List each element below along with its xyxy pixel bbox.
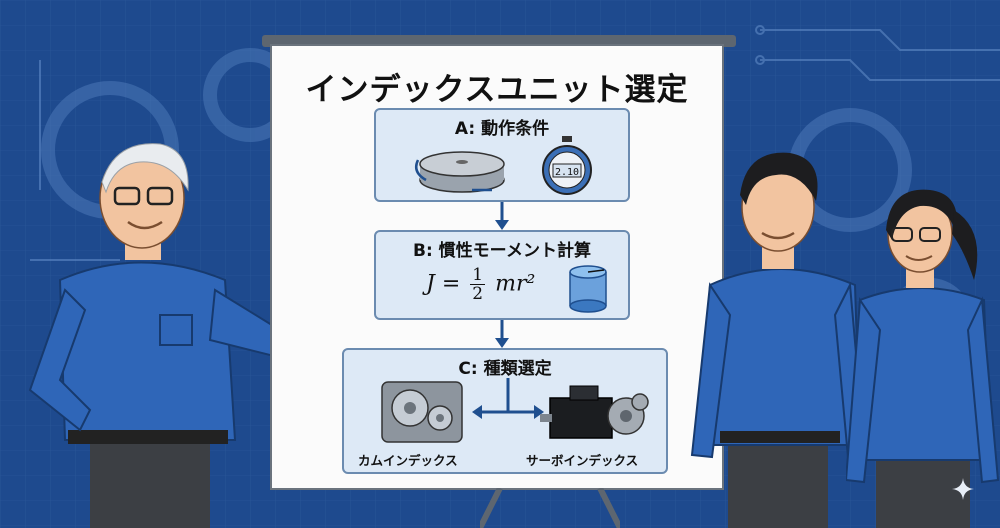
presenter-illustration xyxy=(28,143,358,528)
step-b-label: B: 慣性モーメント計算 xyxy=(413,241,591,261)
option-cam-index: カムインデックス xyxy=(358,453,458,468)
option-servo-index: サーボインデックス xyxy=(526,453,639,468)
step-b-box: B: 慣性モーメント計算 J = 1 2 mr² xyxy=(374,230,630,320)
sparkle-icon xyxy=(952,478,974,500)
board-stand xyxy=(480,488,620,528)
cylinder-icon xyxy=(569,265,607,313)
timer-readout: 2.10 xyxy=(555,167,579,178)
man-illustration xyxy=(690,152,867,528)
arrow-a-to-b xyxy=(495,202,509,230)
servo-motor-icon xyxy=(540,385,649,439)
formula-lhs: J = xyxy=(426,271,461,297)
presentation-board: インデックスユニット選定 A: 動作条件 2.10 B: 慣性モーメント計算 J… xyxy=(270,44,724,490)
step-a-box: A: 動作条件 2.10 xyxy=(374,108,630,202)
step-c-box: C: 種類選定 カムインデックス サーボインデックス xyxy=(342,348,668,474)
formula-fraction: 1 2 xyxy=(470,265,486,304)
formula-numerator: 1 xyxy=(470,265,486,285)
cam-gearbox-icon xyxy=(381,381,463,443)
step-c-label: C: 種類選定 xyxy=(458,359,552,379)
inertia-formula: J = 1 2 mr² xyxy=(426,266,535,303)
formula-rhs: mr² xyxy=(495,271,536,297)
formula-denominator: 2 xyxy=(472,284,484,304)
rotating-table-icon xyxy=(415,151,505,193)
woman-illustration xyxy=(846,189,1000,528)
arrow-b-to-c xyxy=(495,320,509,348)
split-arrow xyxy=(472,378,544,419)
step-a-label: A: 動作条件 xyxy=(454,119,550,139)
board-title: インデックスユニット選定 xyxy=(305,72,689,108)
stopwatch-icon: 2.10 xyxy=(542,136,592,195)
